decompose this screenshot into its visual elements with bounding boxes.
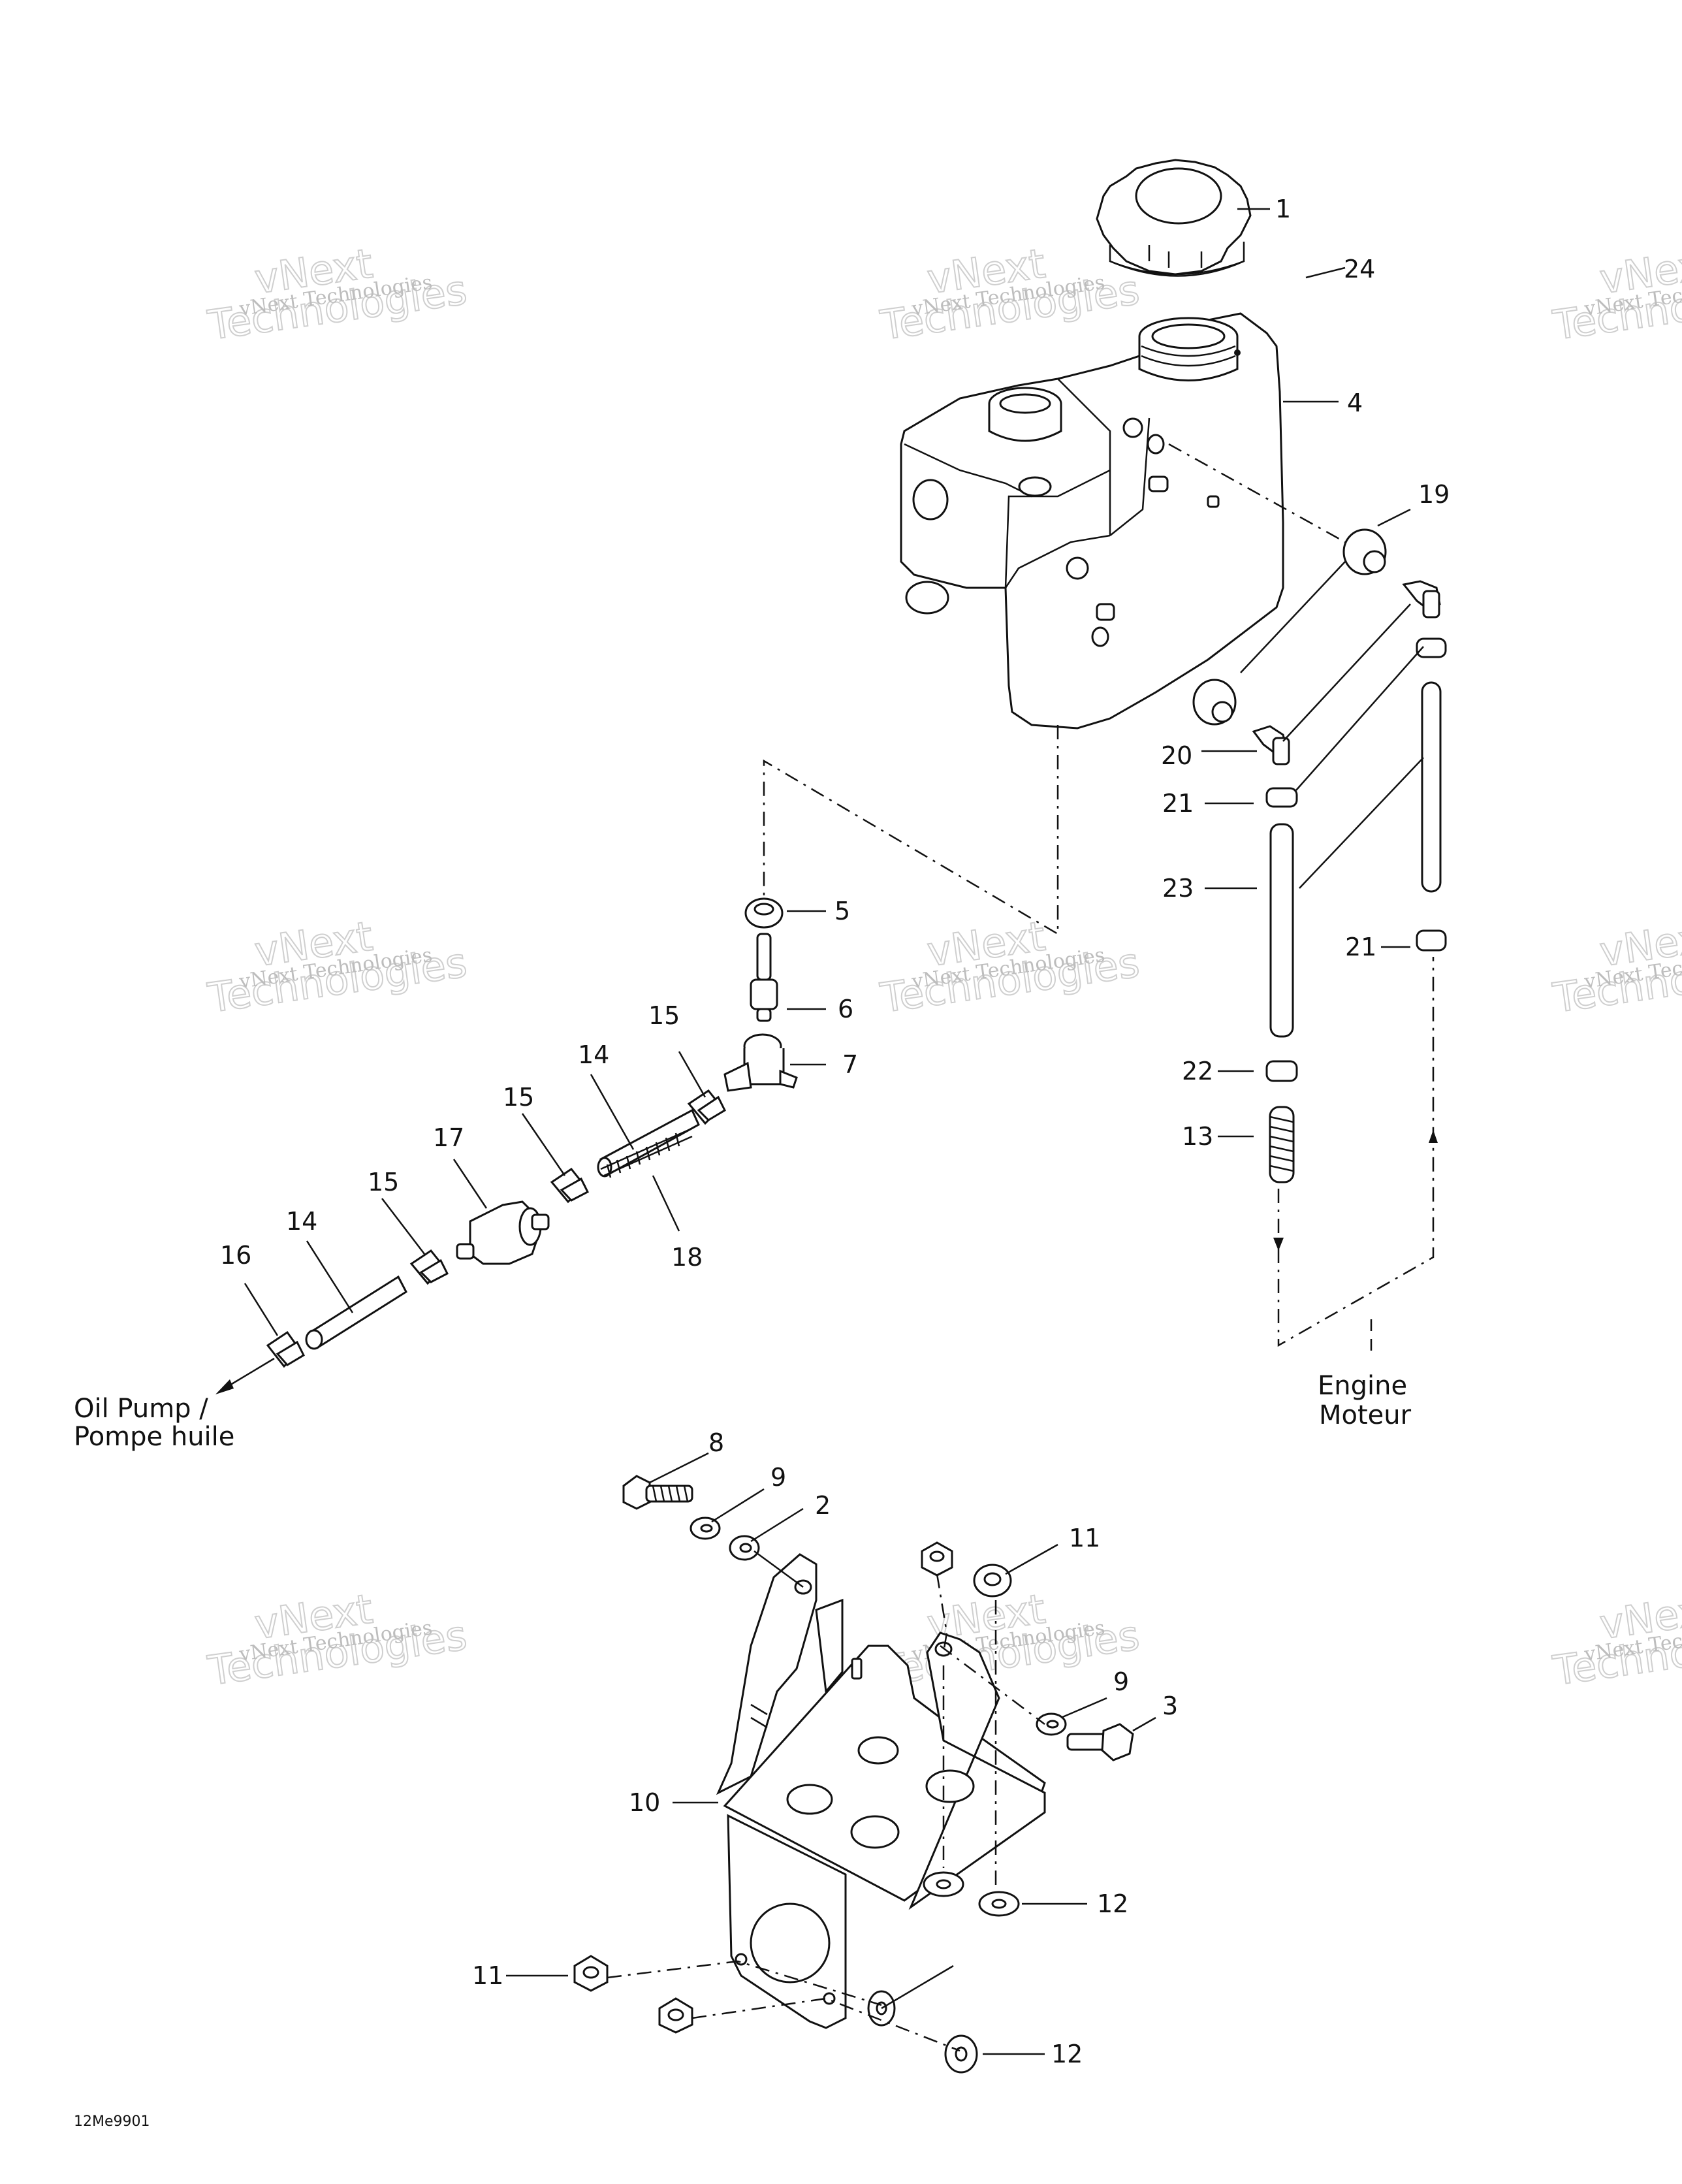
callout-22: 22	[1182, 1057, 1213, 1085]
callout-17: 17	[433, 1123, 464, 1152]
washer-2	[729, 1535, 760, 1561]
callout-numbers: 1 24 4 19 20 21 23 21 22 13 5 6 7 15 14 …	[220, 195, 1450, 2068]
grommet-upper	[1342, 528, 1387, 575]
callout-6: 6	[838, 995, 853, 1023]
tee-fitting-7	[723, 1033, 798, 1092]
callout-4: 4	[1347, 389, 1363, 417]
spring-18	[600, 1129, 693, 1178]
washer-9-upper	[690, 1517, 721, 1540]
engine-label: Engine	[1318, 1371, 1407, 1401]
watermark-5: Technologies vNext vNext Technologies	[877, 912, 1143, 1023]
hose-clamp-15-upper	[687, 1089, 726, 1125]
callout-11-lower: 11	[472, 1961, 503, 1990]
bolt-3	[1066, 1723, 1134, 1761]
spring-13	[1269, 1106, 1295, 1183]
hose-oil-23	[1269, 823, 1294, 1038]
watermark-7: Technologies vNext vNext Technologies	[204, 1584, 471, 1695]
arrow-down-icon	[1273, 1238, 1284, 1251]
washer-12-bottom-right	[944, 2034, 978, 2074]
washer-12-upper-right	[978, 1891, 1020, 1917]
text-labels: Engine Moteur Oil Pump / Pompe huile 12M…	[74, 1371, 1412, 2130]
assembly-lines	[607, 443, 1435, 2052]
callout-3: 3	[1162, 1692, 1178, 1720]
nut-11-top-left	[921, 1541, 953, 1577]
mounting-bracket-10	[716, 1553, 1046, 2029]
hose-clamp-15-middle	[550, 1167, 590, 1204]
callout-5: 5	[834, 897, 850, 925]
callout-15-upper: 15	[648, 1001, 680, 1030]
grommet-5	[744, 897, 784, 929]
callout-23: 23	[1162, 874, 1194, 903]
oil-tank-cap	[1096, 159, 1252, 277]
callout-20: 20	[1161, 741, 1192, 770]
washer-12-upper-left	[923, 1871, 964, 1897]
callout-10: 10	[629, 1788, 660, 1817]
watermark-3: Technologies vNext vNext Technologies	[1549, 239, 1682, 350]
callout-9-lower: 9	[1113, 1667, 1129, 1696]
callout-12-upper: 12	[1097, 1889, 1128, 1918]
hose-14-upper	[597, 1108, 700, 1178]
callout-2: 2	[815, 1491, 831, 1520]
callout-12-lower: 12	[1051, 2040, 1083, 2068]
hose-14-lower	[305, 1275, 407, 1350]
watermark-2: Technologies vNext vNext Technologies	[877, 239, 1143, 350]
nut-11-bottom-middle	[658, 1997, 693, 2034]
hose-clamp-15-lower	[409, 1249, 449, 1285]
callout-14-upper: 14	[578, 1040, 609, 1069]
callout-8: 8	[708, 1428, 724, 1457]
callout-1: 1	[1275, 195, 1291, 223]
hose-vent-right	[1421, 681, 1442, 893]
watermark-9: Technologies vNext vNext Technologies	[1549, 1584, 1682, 1695]
callout-11-upper: 11	[1069, 1524, 1100, 1552]
callout-9-upper: 9	[770, 1463, 786, 1492]
callout-13: 13	[1182, 1122, 1213, 1151]
watermark-4: Technologies vNext vNext Technologies	[204, 912, 471, 1023]
callout-15-middle: 15	[503, 1083, 534, 1112]
oil-pump-label: Oil Pump /	[74, 1394, 208, 1424]
nut-11-top-right	[973, 1564, 1012, 1598]
callout-21-upper: 21	[1162, 789, 1194, 818]
grommet-lower	[1192, 679, 1237, 726]
callout-16: 16	[220, 1241, 251, 1270]
hose-clamp-21-lower-right	[1416, 929, 1447, 952]
callout-15-lower: 15	[368, 1168, 399, 1196]
arrow-oil-pump-icon	[215, 1379, 234, 1394]
hose-clamp-22	[1265, 1060, 1298, 1082]
leader-lines	[244, 208, 1411, 2055]
flow-arrows	[215, 1130, 1438, 1394]
moteur-label: Moteur	[1319, 1400, 1412, 1430]
elbow-fitting-lower	[1252, 725, 1290, 765]
callout-21-lower: 21	[1345, 933, 1376, 961]
washer-9-lower	[1036, 1712, 1067, 1736]
nut-11-bottom-left	[573, 1955, 609, 1992]
connector-6	[750, 933, 778, 1022]
diagram-code: 12Me9901	[74, 2113, 150, 2130]
oil-tank	[900, 312, 1284, 730]
watermark-1: Technologies vNext vNext Technologies	[204, 239, 471, 350]
watermark-6: Technologies vNext vNext Technologies	[1549, 912, 1682, 1023]
bolt-8	[622, 1475, 693, 1510]
hose-clamp-16	[266, 1330, 305, 1368]
hose-clamp-21-upper-right	[1416, 637, 1447, 658]
callout-24: 24	[1344, 255, 1375, 283]
arrow-up-icon	[1429, 1130, 1438, 1143]
callout-18: 18	[671, 1243, 703, 1272]
hose-clamp-21-left	[1265, 787, 1298, 808]
elbow-fitting-upper	[1402, 580, 1441, 618]
callout-7: 7	[842, 1050, 858, 1079]
callout-14-lower: 14	[286, 1207, 317, 1236]
pompe-huile-label: Pompe huile	[74, 1422, 234, 1452]
callout-19: 19	[1418, 480, 1450, 509]
inline-filter-17	[456, 1200, 550, 1265]
